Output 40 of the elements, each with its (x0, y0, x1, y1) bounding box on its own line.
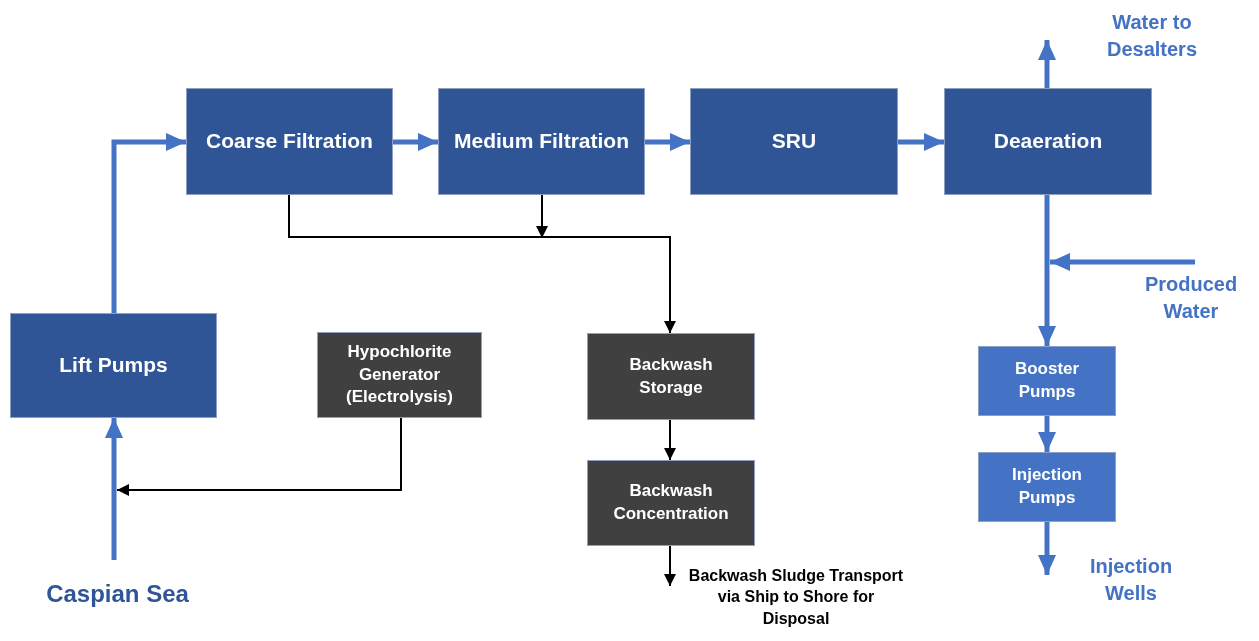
flow-arrow (116, 417, 402, 496)
flow-arrow (898, 133, 944, 151)
box-label: Booster Pumps (1013, 358, 1081, 403)
flow-arrow (1038, 416, 1056, 452)
flow-arrow (664, 419, 676, 461)
flow-label: Injection Wells (1066, 548, 1196, 612)
pump-box (978, 452, 1116, 522)
flow-arrow (105, 418, 123, 560)
flow-arrow (111, 133, 186, 313)
process-box (10, 313, 217, 418)
flow-arrow (288, 194, 676, 334)
process-box (690, 88, 898, 195)
box-label: Injection Pumps (1011, 464, 1083, 509)
process-box (186, 88, 393, 195)
process-box (317, 332, 482, 418)
flow-arrow (1038, 522, 1056, 575)
flow-arrow (664, 545, 676, 587)
box-label: Hypochlorite Generator (Electrolysis) (345, 340, 454, 409)
flow-arrow (393, 133, 438, 151)
box-label: Lift Pumps (59, 352, 168, 379)
process-box (587, 460, 755, 546)
flow-arrow (1038, 40, 1056, 88)
pump-box (978, 346, 1116, 416)
flow-arrow (645, 133, 690, 151)
source-label: Caspian Sea (30, 560, 205, 610)
flow-arrow (1038, 195, 1056, 346)
process-box (587, 333, 755, 420)
box-label: Backwash Storage (628, 353, 714, 399)
destination-label: Backwash Sludge Transport via Ship to Shore for Disposal (688, 556, 904, 638)
flow-label: Produced Water (1126, 262, 1256, 334)
process-box (944, 88, 1152, 195)
flow-label: Water to Desalters (1082, 4, 1222, 68)
box-label: Backwash Concentration (612, 480, 730, 525)
box-label: SRU (771, 128, 817, 155)
box-label: Coarse Filtration (206, 128, 373, 155)
flow-arrow (536, 194, 548, 239)
box-label: Medium Filtration (454, 128, 629, 155)
process-box (438, 88, 645, 195)
flow-arrow (1050, 253, 1195, 271)
box-label: Deaeration (993, 128, 1103, 155)
